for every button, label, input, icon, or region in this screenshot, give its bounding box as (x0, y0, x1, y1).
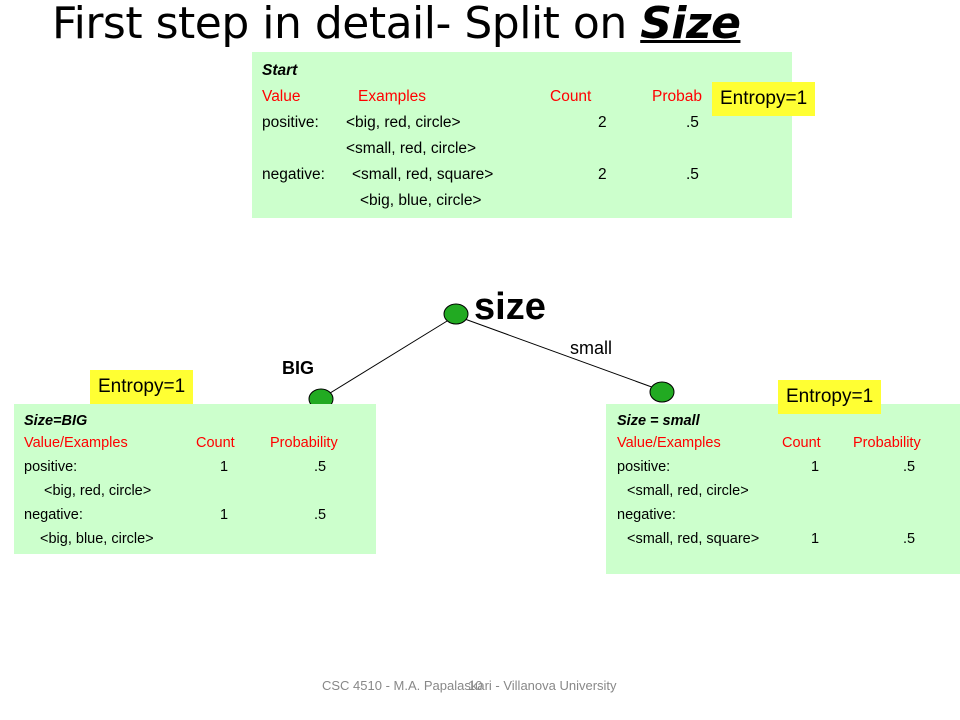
right-edge-label: small (570, 338, 613, 358)
small-col-count: Count (782, 435, 821, 451)
small-positive-prob: .5 (903, 459, 916, 475)
slide-title: First step in detail- Split on Size (52, 0, 741, 49)
big-negative-label: negative: (24, 507, 83, 523)
big-positive-ex: <big, red, circle> (44, 483, 152, 499)
left-branch-line (321, 317, 453, 399)
start-col-value: Value (262, 88, 301, 105)
title-emphasis: Size (640, 0, 741, 49)
start-negative-count: 2 (598, 166, 607, 183)
start-entropy-badge: Entropy=1 (712, 82, 816, 116)
big-negative-count: 1 (220, 507, 229, 523)
small-negative-prob: .5 (903, 531, 916, 547)
small-positive-count: 1 (811, 459, 820, 475)
small-negative-count: 1 (811, 531, 820, 547)
start-header: Start (262, 62, 298, 79)
small-col-value-examples: Value/Examples (617, 435, 721, 451)
big-negative-ex: <big, blue, circle> (40, 531, 154, 547)
big-positive-label: positive: (24, 459, 78, 475)
big-negative-prob: .5 (314, 507, 327, 523)
start-positive-ex1: <big, red, circle> (346, 114, 461, 131)
start-positive-count: 2 (598, 114, 607, 131)
start-negative-ex2: <big, blue, circle> (360, 192, 482, 209)
small-negative-ex: <small, red, square> (627, 531, 760, 547)
start-negative-prob: .5 (686, 166, 699, 183)
small-negative-label: negative: (617, 507, 676, 523)
small-header: Size = small (617, 413, 700, 429)
big-col-value-examples: Value/Examples (24, 435, 128, 451)
start-col-examples: Examples (358, 88, 427, 105)
big-col-probability: Probability (270, 435, 338, 451)
root-node (443, 303, 469, 325)
root-label: size (474, 286, 546, 328)
page-number: 10 (468, 678, 483, 693)
big-positive-count: 1 (220, 459, 229, 475)
big-col-count: Count (196, 435, 235, 451)
right-branch-line (461, 317, 661, 391)
big-entropy-badge: Entropy=1 (90, 370, 194, 404)
small-box (606, 404, 960, 574)
start-negative-label: negative: (262, 166, 325, 183)
big-box (14, 404, 376, 554)
small-node (649, 381, 675, 403)
start-col-probability: Probab (652, 88, 702, 105)
start-positive-label: positive: (262, 114, 319, 131)
left-edge-label: BIG (282, 358, 315, 378)
start-col-count: Count (550, 88, 592, 105)
start-positive-prob: .5 (686, 114, 699, 131)
big-positive-prob: .5 (314, 459, 327, 475)
small-entropy-badge: Entropy=1 (778, 380, 882, 414)
start-box (252, 52, 792, 218)
title-prefix: First step in detail- Split on (52, 0, 641, 49)
big-header: Size=BIG (24, 413, 88, 429)
small-col-probability: Probability (853, 435, 921, 451)
start-negative-ex1: <small, red, square> (352, 166, 494, 183)
small-positive-label: positive: (617, 459, 671, 475)
small-positive-ex: <small, red, circle> (627, 483, 749, 499)
slide-footer: CSC 4510 - M.A. Papalaskari - Villanova … (322, 678, 617, 693)
start-positive-ex2: <small, red, circle> (346, 140, 477, 157)
